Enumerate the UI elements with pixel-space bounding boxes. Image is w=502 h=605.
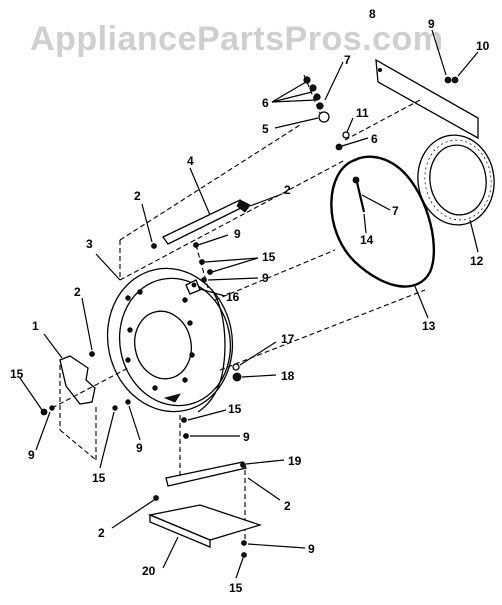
callout-7: 7 bbox=[392, 204, 399, 218]
callout-8: 8 bbox=[369, 7, 376, 21]
callout-10: 10 bbox=[476, 39, 490, 53]
callout-9: 9 bbox=[428, 17, 435, 31]
callout-1: 1 bbox=[32, 319, 39, 333]
callouts: 8 9 10 7 6 5 11 6 4 2 2 7 9 14 3 15 12 9… bbox=[10, 7, 490, 595]
leader-6 bbox=[271, 81, 317, 103]
part-2-top bbox=[141, 203, 157, 249]
screws-left bbox=[19, 367, 129, 451]
part-20-base-plate bbox=[147, 504, 263, 569]
callout-2: 2 bbox=[134, 189, 141, 203]
watermark: AppliancePartsPros.com bbox=[30, 20, 443, 58]
callout-15: 15 bbox=[229, 581, 243, 595]
callout-9: 9 bbox=[234, 227, 241, 241]
callout-9: 9 bbox=[28, 448, 35, 462]
guide-top bbox=[119, 124, 301, 241]
part-5-spacer bbox=[274, 111, 330, 129]
callout-7: 7 bbox=[344, 53, 351, 67]
part-8-bracket bbox=[344, 58, 479, 141]
guide-mid-2 bbox=[219, 289, 426, 371]
part-4-bar bbox=[162, 167, 283, 245]
part-1-side-bracket bbox=[43, 297, 97, 461]
part-7-nuts bbox=[303, 74, 324, 119]
part-17-18 bbox=[232, 341, 277, 382]
part-16-clip bbox=[185, 279, 226, 297]
part-11-hardware bbox=[335, 117, 369, 151]
callout-9: 9 bbox=[243, 430, 250, 444]
callout-9: 9 bbox=[308, 542, 315, 556]
screws-frame-bottom bbox=[179, 409, 240, 475]
screw-9-10 bbox=[431, 29, 479, 84]
callout-14: 14 bbox=[360, 233, 374, 247]
part-14-screw bbox=[352, 176, 391, 234]
callout-4: 4 bbox=[187, 154, 194, 168]
part-3-front-frame bbox=[95, 253, 234, 413]
callout-6: 6 bbox=[262, 96, 269, 110]
callout-15: 15 bbox=[10, 367, 24, 381]
callout-15: 15 bbox=[228, 402, 242, 416]
screws-bottom bbox=[235, 540, 306, 579]
callout-18: 18 bbox=[281, 369, 295, 383]
callout-15: 15 bbox=[262, 250, 276, 264]
screws-frame-top bbox=[193, 234, 259, 289]
callout-9: 9 bbox=[136, 441, 143, 455]
callout-20: 20 bbox=[142, 564, 156, 578]
callout-5: 5 bbox=[262, 122, 269, 136]
callout-16: 16 bbox=[226, 290, 240, 304]
callout-19: 19 bbox=[288, 454, 302, 468]
part-12-door-ring bbox=[417, 134, 495, 253]
guide-mid-3 bbox=[119, 159, 346, 281]
callout-2: 2 bbox=[98, 526, 105, 540]
callout-13: 13 bbox=[422, 319, 436, 333]
leader-7a bbox=[324, 61, 344, 101]
callout-2: 2 bbox=[284, 183, 291, 197]
callout-3: 3 bbox=[86, 237, 93, 251]
callout-15: 15 bbox=[92, 471, 106, 485]
screws-lower-left bbox=[99, 399, 141, 469]
callout-12: 12 bbox=[470, 254, 484, 268]
callout-2: 2 bbox=[74, 285, 81, 299]
callout-11: 11 bbox=[356, 106, 369, 120]
callout-17: 17 bbox=[281, 332, 295, 346]
callout-2: 2 bbox=[284, 499, 291, 513]
callout-9: 9 bbox=[262, 271, 269, 285]
guide-mid-1 bbox=[214, 249, 336, 301]
part-13-gasket bbox=[330, 155, 436, 319]
screw-bottom-2 bbox=[111, 495, 159, 529]
callout-6: 6 bbox=[371, 132, 378, 146]
